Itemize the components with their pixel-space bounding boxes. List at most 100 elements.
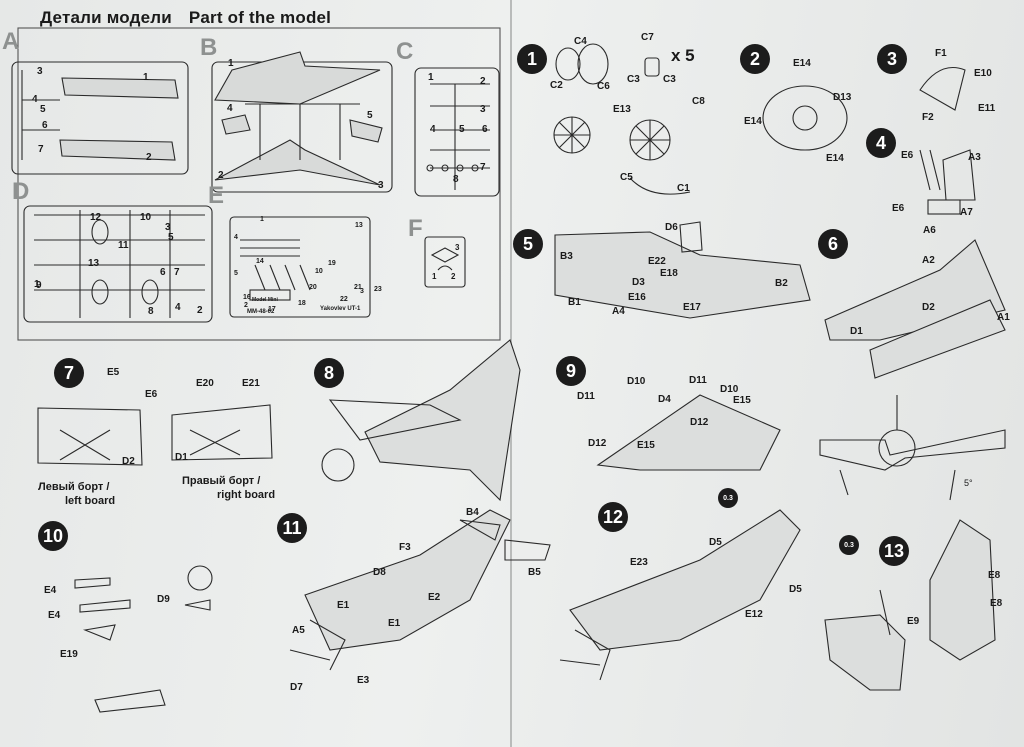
sprue-e-part: 3 [360, 288, 364, 295]
part-label: A3 [968, 152, 981, 163]
part-label: D2 [922, 302, 935, 313]
sprue-a-part: 1 [143, 72, 149, 83]
part-label: D11 [577, 391, 595, 402]
sprue-e-part: 4 [234, 234, 238, 241]
part-label: E14 [826, 153, 844, 164]
part-label: C5 [620, 172, 633, 183]
sprue-letter-d: D [12, 178, 30, 205]
step-6-badge: 6 [818, 229, 848, 259]
sprue-e-part: 20 [309, 284, 317, 291]
sprue-d-frame [23, 205, 213, 323]
part-label: A7 [960, 207, 973, 218]
part-label: F3 [399, 542, 411, 553]
sprue-d-part: 4 [175, 302, 181, 313]
step-1-badge: 1 [517, 44, 547, 74]
part-label: D3 [632, 277, 645, 288]
drill-mark: 0.3 [839, 535, 859, 555]
right-board-ru: Правый борт / [182, 475, 261, 487]
sprue-d-part: 9 [36, 280, 42, 291]
part-label: B3 [560, 251, 573, 262]
part-label: E20 [196, 378, 214, 389]
sprue-c-part: 6 [482, 124, 488, 135]
sprue-letter-a: A [2, 28, 20, 55]
part-label: F1 [935, 48, 947, 59]
part-label: E1 [337, 600, 350, 611]
part-label: E15 [637, 440, 655, 451]
part-label: F2 [922, 112, 934, 123]
sprue-e-part: 18 [298, 300, 306, 307]
sprue-e-part: 13 [355, 222, 363, 229]
part-label: C7 [641, 32, 654, 43]
sprue-letter-b: B [200, 34, 218, 61]
part-label: B5 [528, 567, 541, 578]
sprue-d-part: 11 [118, 240, 129, 251]
part-label: E6 [892, 203, 905, 214]
step-5-badge: 5 [513, 229, 543, 259]
sprue-e-part: 22 [340, 296, 348, 303]
sprue-d-part: 5 [168, 232, 174, 243]
part-label: D12 [588, 438, 607, 449]
sprue-f-part: 1 [432, 272, 437, 281]
part-label: B4 [466, 507, 479, 518]
part-label: A5 [292, 625, 305, 636]
sprue-c-part: 3 [480, 104, 486, 115]
sprue-b-part: 4 [227, 103, 233, 114]
part-label: D8 [373, 567, 386, 578]
part-label: C4 [574, 36, 587, 47]
part-label: D10 [720, 384, 739, 395]
part-label: E8 [988, 570, 1001, 581]
part-label: E14 [744, 116, 762, 127]
sprue-e-part: 16 [243, 294, 251, 301]
sprue-c-frame [414, 67, 500, 197]
part-label: E10 [974, 68, 992, 79]
sprue-d-part: 10 [140, 212, 152, 223]
step-13-badge: 13 [879, 536, 909, 566]
sprue-c-part: 1 [428, 72, 434, 83]
right-board-en: right board [217, 489, 276, 501]
part-label: A4 [612, 306, 625, 317]
sprue-e-part: 5 [234, 270, 238, 277]
sprue-e-part: 21 [354, 284, 362, 291]
part-label: D12 [690, 417, 709, 428]
part-label: E9 [907, 616, 920, 627]
part-label: D5 [789, 584, 802, 595]
part-label: E15 [733, 395, 751, 406]
left-board-caption: Левый борт / left board [38, 480, 115, 508]
part-label: D7 [290, 682, 303, 693]
left-board-ru: Левый борт / [38, 481, 110, 493]
sprue-d-part: 1 [34, 279, 40, 290]
part-label: D13 [833, 92, 852, 103]
part-label: E17 [683, 302, 701, 313]
sprue-c-part: 5 [459, 124, 465, 135]
sprue-a-frame [11, 61, 189, 175]
page-title: Детали модели Part of the model [40, 8, 343, 28]
parts-frame [17, 27, 501, 341]
step-10-badge: 10 [38, 521, 68, 551]
part-label: E8 [990, 598, 1003, 609]
sprue-e-brand: Model Mini [252, 297, 278, 303]
sprue-letter-f: F [408, 215, 423, 242]
sprue-a-part: 2 [146, 152, 152, 163]
part-label: E5 [107, 367, 120, 378]
title-en: Part of the model [188, 8, 332, 27]
sprue-f-frame [424, 236, 466, 288]
part-label: A1 [997, 312, 1010, 323]
part-label: C8 [692, 96, 705, 107]
sprue-e-part: 17 [268, 306, 276, 313]
sprue-c-part: 7 [480, 162, 486, 173]
step-7-badge: 7 [54, 358, 84, 388]
sprue-e-model-name: Yakovlev UT-1 [320, 306, 361, 312]
sprue-f-part: 2 [451, 272, 456, 281]
title-ru: Детали модели [40, 8, 172, 27]
sprue-b-part: 1 [228, 58, 234, 69]
part-label: E19 [60, 649, 78, 660]
part-label: E14 [793, 58, 811, 69]
step-9-badge: 9 [556, 356, 586, 386]
step-11-badge: 11 [277, 513, 307, 543]
part-label: E3 [357, 675, 370, 686]
part-label: D2 [122, 456, 135, 467]
part-label: C6 [597, 81, 610, 92]
sprue-letter-c: C [396, 38, 414, 65]
sprue-e-frame [229, 216, 371, 318]
part-label: A6 [923, 225, 936, 236]
